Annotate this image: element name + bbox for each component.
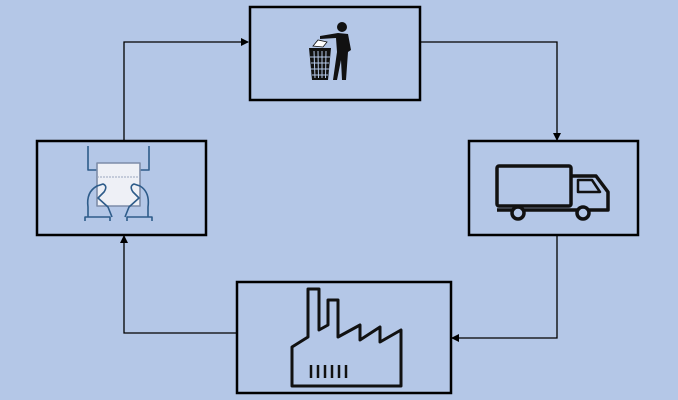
litter-bin-person-icon — [309, 22, 351, 80]
factory-icon — [290, 287, 403, 388]
node-receive — [35, 139, 208, 237]
node-dispose — [248, 5, 422, 102]
node-factory — [235, 280, 453, 395]
arrow-transport-to-factory — [451, 235, 558, 342]
truck-icon — [495, 164, 610, 221]
arrow-receive-to-dispose — [123, 38, 249, 141]
node-transport — [467, 139, 640, 237]
hands-holding-package-icon — [84, 146, 153, 221]
arrow-factory-to-receive — [120, 235, 236, 334]
arrow-dispose-to-transport — [420, 41, 561, 141]
